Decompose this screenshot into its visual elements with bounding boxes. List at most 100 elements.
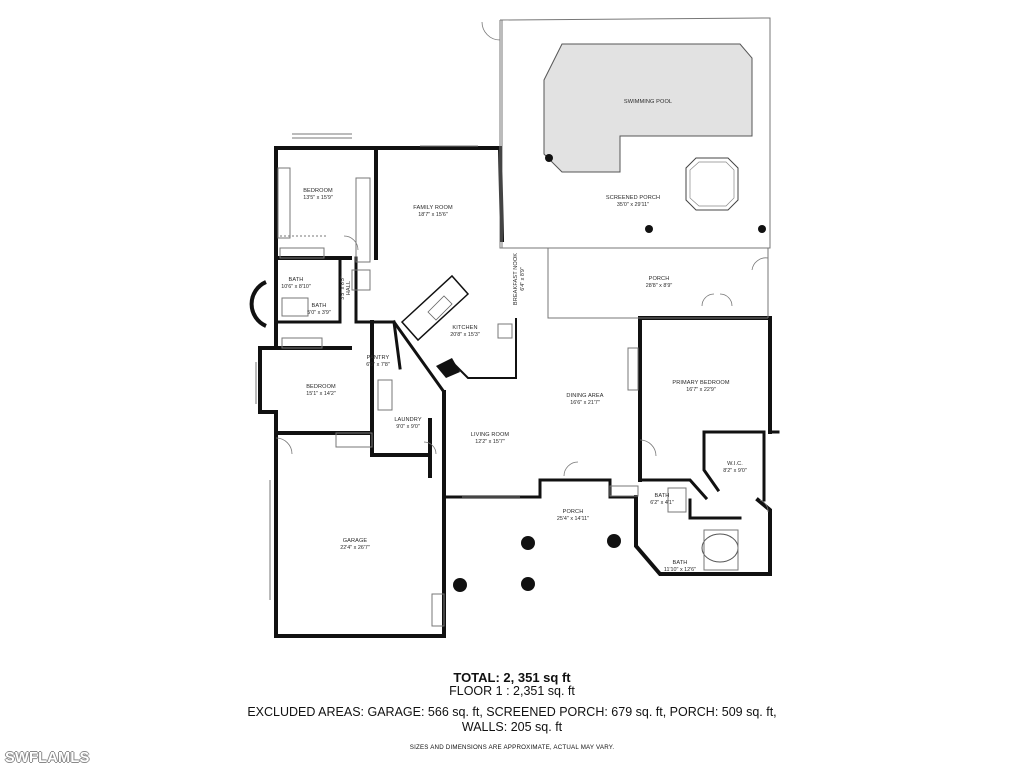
room-hall-name: HALL <box>346 281 352 295</box>
door-swing-bath4 <box>759 499 769 513</box>
room-breakfast-nook-dims: 6'4" x 8'9" <box>520 267 526 291</box>
wall-wic <box>702 430 766 502</box>
room-family-room-name: FAMILY ROOM <box>413 205 453 211</box>
door-swing-bedroom1 <box>343 235 359 251</box>
bath3-toilet-area <box>667 487 687 513</box>
kitchen-counter <box>451 318 517 379</box>
door-swing-pool <box>481 21 501 41</box>
door-swing-garage <box>275 437 293 455</box>
watermark: SWFLAMLS <box>5 750 90 766</box>
room-family-room-dims: 18'7" x 15'6" <box>418 212 448 218</box>
front-porch-column <box>521 536 535 550</box>
porch-column <box>645 225 653 233</box>
spa-inner <box>689 161 735 207</box>
garage-step <box>335 432 373 448</box>
excluded-areas: EXCLUDED AREAS: GARAGE: 566 sq. ft, SCRE… <box>247 705 777 719</box>
door-swing-laundry <box>423 441 437 455</box>
laundry-washer-dryer <box>377 379 393 411</box>
kitchen-sink <box>427 295 453 321</box>
room-garage-name: GARAGE <box>343 538 368 544</box>
door-swing-primary <box>639 439 657 457</box>
wall-bath4-east <box>738 497 772 576</box>
room-bath-4-dims: 11'10" x 12'6" <box>664 567 696 573</box>
room-porch-front-name: PORCH <box>563 509 584 515</box>
porch-column <box>545 154 553 162</box>
door-swing-rear-porch <box>751 257 769 271</box>
room-garage-dims: 22'4" x 26'7" <box>340 545 370 551</box>
room-bath-3-name: BATH <box>655 493 670 499</box>
room-bath-1-name: BATH <box>289 277 304 283</box>
disclaimer: SIZES AND DIMENSIONS ARE APPROXIMATE, AC… <box>409 744 615 751</box>
room-swimming-pool-name: SWIMMING POOL <box>624 99 672 105</box>
room-primary-bedroom-dims: 16'7" x 22'9" <box>686 387 716 393</box>
tub-surround <box>703 529 739 571</box>
screened-porch-enclosure <box>499 17 771 249</box>
wall-bedroom1-west <box>274 146 352 260</box>
fixtures-layer <box>255 17 771 627</box>
hall-closet <box>351 269 371 291</box>
door-swing-entry <box>563 461 579 477</box>
room-porch-front-dims: 25'4" x 14'11" <box>557 516 589 522</box>
room-bath-2-dims: 5'0" x 3'9" <box>307 310 331 316</box>
door-swing-french-left <box>701 293 715 307</box>
room-dining-area-name: DINING AREA <box>566 393 603 399</box>
room-bedroom-2-name: BEDROOM <box>306 384 336 390</box>
walls-layer <box>249 145 780 638</box>
room-bath-1-dims: 10'6" x 8'10" <box>281 284 311 290</box>
bedroom2-closet <box>281 337 323 349</box>
room-living-room-dims: 12'2" x 15'7" <box>475 439 505 445</box>
floor-1-area: FLOOR 1 : 2,351 sq. ft <box>449 684 575 698</box>
room-bedroom-2-dims: 15'1" x 14'2" <box>306 391 336 397</box>
bedroom1-closet <box>355 177 371 263</box>
wall-primary-north-east <box>638 316 772 434</box>
room-bath-4-name: BATH <box>673 560 688 566</box>
room-bath-3-dims: 6'2" x 4'1" <box>650 500 674 506</box>
room-kitchen-name: KITCHEN <box>452 325 477 331</box>
room-laundry-dims: 9'0" x 9'0" <box>396 424 420 430</box>
bedroom1-bed-wall <box>277 167 291 239</box>
wall-bath4-south <box>634 495 742 576</box>
room-wic-dims: 8'2" x 9'0" <box>723 468 747 474</box>
front-porch-column <box>453 578 467 592</box>
room-primary-bedroom-name: PRIMARY BEDROOM <box>672 380 729 386</box>
total-area: TOTAL: 2, 351 sq ft <box>453 670 571 685</box>
room-dining-area-dims: 16'6" x 21'7" <box>570 400 600 406</box>
room-screened-porch-name: SCREENED PORCH <box>606 195 660 201</box>
room-screened-porch-dims: 35'0" x 29'11" <box>617 202 649 208</box>
garage-storage <box>431 593 445 627</box>
wall-laundry <box>370 320 432 457</box>
bath3-counter <box>609 485 639 497</box>
wall-bedroom2-sw <box>258 410 278 435</box>
bath1-shower <box>281 297 309 317</box>
room-kitchen-dims: 20'8" x 15'3" <box>450 332 480 338</box>
room-pantry-name: PANTRY <box>367 355 390 361</box>
room-hall-dims: 3'5" x 8'5" <box>340 276 346 300</box>
room-labels: SWIMMING POOL SCREENED PORCH 35'0" x 29'… <box>281 99 747 573</box>
room-bath-2-name: BATH <box>312 303 327 309</box>
wall-wic-west <box>702 430 721 493</box>
room-porch-rear-dims: 28'8" x 8'9" <box>646 283 673 289</box>
spa-outer <box>685 157 739 211</box>
room-pantry-dims: 6'0" x 7'8" <box>366 362 390 368</box>
wall-bath4-north <box>688 498 742 520</box>
room-porch-rear-name: PORCH <box>649 276 670 282</box>
door-swing-french-right <box>719 293 733 307</box>
wall-bath3 <box>638 478 709 501</box>
swimming-pool <box>543 43 753 173</box>
room-bedroom-1-dims: 13'5" x 15'9" <box>303 195 333 201</box>
porch-column <box>758 225 766 233</box>
fridge <box>436 358 460 378</box>
room-wic-name: W.I.C. <box>727 461 743 467</box>
cooktop <box>497 323 513 339</box>
bath1-vanity <box>279 247 325 259</box>
bathtub <box>701 533 739 563</box>
walls-area: WALLS: 205 sq. ft <box>461 720 563 734</box>
bay-window <box>249 280 267 328</box>
front-porch-column <box>607 534 621 548</box>
wall-front-entry-2 <box>608 478 638 499</box>
room-breakfast-nook-name: BREAKFAST NOOK <box>513 253 519 305</box>
primary-dresser <box>627 347 639 391</box>
room-laundry-name: LAUNDRY <box>394 417 421 423</box>
wall-pantry-diag <box>391 319 447 395</box>
room-living-room-name: LIVING ROOM <box>471 432 510 438</box>
